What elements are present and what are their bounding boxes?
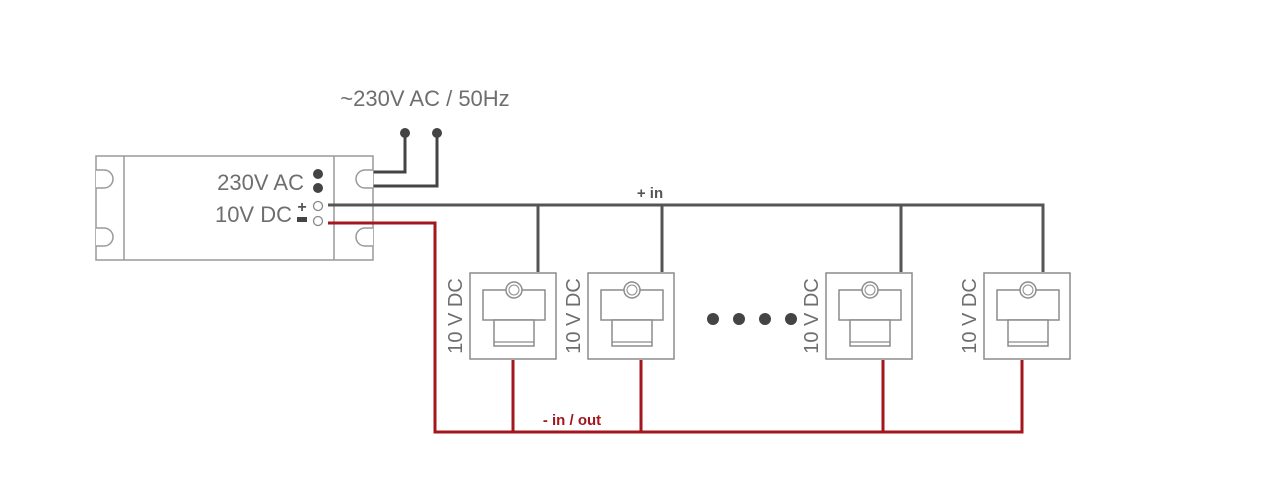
positive-bus-wire: [328, 203, 1045, 272]
ellipsis-dot: [759, 313, 771, 325]
lamp-voltage-label: 10 V DC: [445, 278, 467, 354]
stair-lamp: 10 V DC: [801, 272, 913, 360]
lamp-sensor-inner: [508, 284, 520, 296]
mains-label: ~230V AC / 50Hz: [340, 86, 509, 111]
positive-bus-label: + in: [637, 185, 663, 202]
power-supply-unit: 230V AC 10V DC +: [95, 155, 374, 261]
ellipsis-dot: [785, 313, 797, 325]
mount-notch-right-bottom: [355, 227, 373, 247]
lamp-sensor-inner: [626, 284, 638, 296]
dc-terminal-plus: [312, 200, 324, 212]
lamp-voltage-label: 10 V DC: [563, 278, 585, 354]
stair-lamp: 10 V DC: [959, 272, 1071, 360]
stair-lamp: 10 V DC: [445, 272, 557, 360]
lamp-sensor-inner: [1022, 284, 1034, 296]
lamp-voltage-label: 10 V DC: [959, 278, 981, 354]
lamp-voltage-label: 10 V DC: [801, 278, 823, 354]
lamp-sensor-inner: [864, 284, 876, 296]
plus-sign: +: [297, 199, 306, 216]
psu-dc-label: 10V DC: [215, 202, 292, 227]
ac-terminal-2: [313, 183, 323, 193]
mount-notch-left-top: [96, 169, 114, 189]
mount-notch-right-top: [355, 169, 373, 189]
psu-ac-label: 230V AC: [217, 170, 304, 195]
minus-sign-icon: [297, 217, 307, 222]
ellipsis-dot: [733, 313, 745, 325]
negative-bus-wire: [328, 221, 1024, 434]
ac-terminal-1: [313, 169, 323, 179]
negative-bus-label: - in / out: [543, 412, 601, 429]
ellipsis-dot: [707, 313, 719, 325]
mount-notch-left-bottom: [96, 227, 114, 247]
dc-terminal-minus: [312, 215, 324, 227]
stair-lamp: 10 V DC: [563, 272, 675, 360]
